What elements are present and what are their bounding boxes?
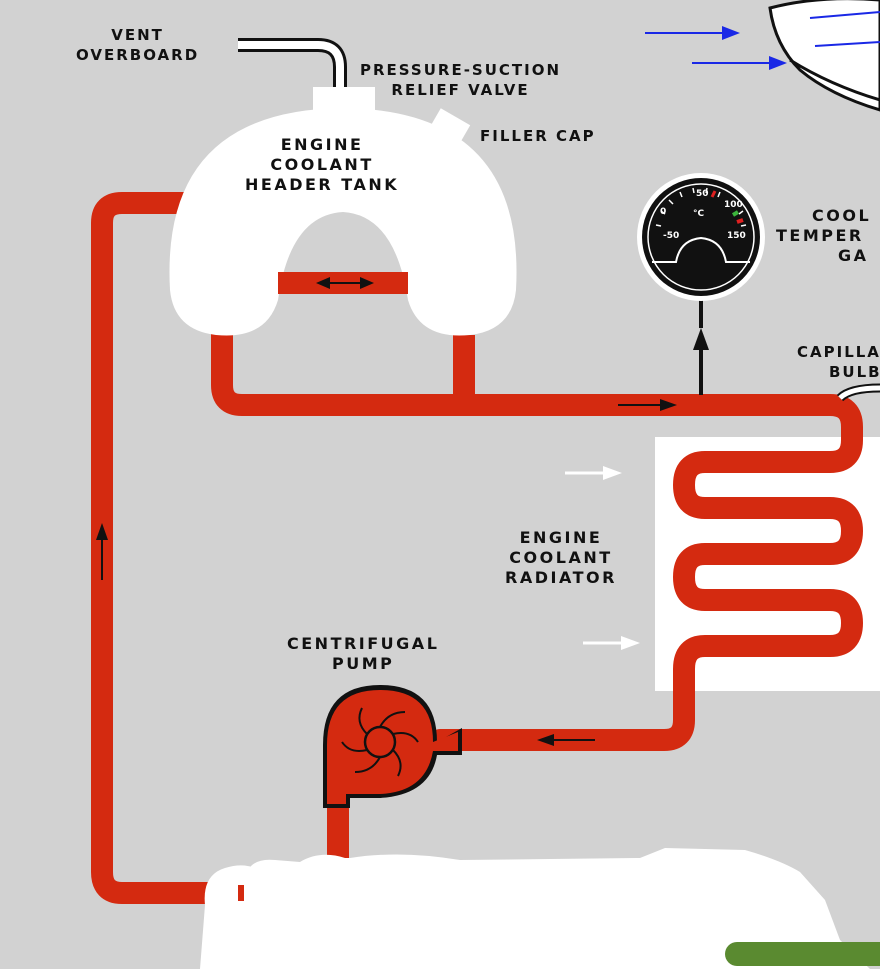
gauge-tick-label: -50	[663, 231, 679, 241]
flow-direction-arrow-icon	[537, 734, 595, 746]
flow-direction-arrow-icon	[618, 399, 677, 411]
capillary-label: CAPILLA BULB	[797, 342, 880, 382]
relief-valve-label-line: RELIEF VALVE	[391, 81, 530, 99]
engine-inlet	[238, 885, 244, 901]
airflow-arrow-icon	[692, 56, 787, 70]
vent-label: VENT OVERBOARD	[76, 25, 199, 65]
relief-valve-label: PRESSURE-SUCTION RELIEF VALVE	[360, 60, 561, 100]
filler-cap-label-line: FILLER CAP	[480, 127, 596, 145]
header-tank-label: ENGINE COOLANT HEADER TANK	[245, 135, 399, 195]
capillary-label-line: CAPILLA	[797, 343, 880, 361]
gauge-stem	[693, 300, 709, 395]
air-arrow-icon	[583, 636, 640, 650]
gauge-label-line: TEMPER	[776, 226, 864, 245]
gauge-units: °C	[693, 209, 705, 219]
header-tank-label-line: COOLANT	[270, 155, 374, 174]
vent-pipe	[238, 38, 347, 92]
engine-silhouette	[200, 848, 870, 969]
gauge-tick-label: 100	[724, 200, 743, 210]
air-arrow-icon	[565, 466, 622, 480]
vent-label-line: OVERBOARD	[76, 46, 200, 64]
centrifugal-pump-icon	[323, 685, 462, 808]
double-arrow-icon	[316, 277, 374, 289]
gauge-tick-label: 0	[660, 207, 666, 217]
temperature-gauge-icon: -50 0 50 100 150 °C	[637, 173, 765, 301]
pump-label-line: CENTRIFUGAL	[287, 634, 440, 653]
relief-valve-label-line: PRESSURE-SUCTION	[360, 61, 562, 79]
radiator-label: ENGINE COOLANT RADIATOR	[505, 528, 617, 588]
capillary-bulb	[836, 383, 880, 402]
header-tank-label-line: HEADER TANK	[245, 175, 400, 194]
vent-label-line: VENT	[111, 26, 164, 44]
flow-direction-arrow-icon	[96, 523, 108, 580]
ground-strip	[725, 942, 880, 966]
radiator-label-line: RADIATOR	[505, 568, 617, 587]
gauge-label-line: COOL	[812, 206, 872, 225]
header-tank-label-line: ENGINE	[280, 135, 364, 154]
pump-label-line: PUMP	[332, 654, 395, 673]
header-tank	[169, 87, 517, 336]
capillary-label-line: BULB	[829, 363, 880, 381]
pump-label: CENTRIFUGAL PUMP	[287, 634, 439, 674]
gauge-label: COOL TEMPER GA	[776, 206, 880, 266]
filler-cap-label: FILLER CAP	[480, 126, 596, 146]
gauge-tick-label: 50	[696, 189, 709, 199]
gauge-label-line: GA	[838, 246, 869, 265]
wing-shape	[768, 0, 880, 112]
gauge-tick-label: 150	[727, 231, 746, 241]
radiator-label-line: ENGINE	[519, 528, 603, 547]
radiator-label-line: COOLANT	[509, 548, 613, 567]
airflow-arrow-icon	[645, 26, 740, 40]
